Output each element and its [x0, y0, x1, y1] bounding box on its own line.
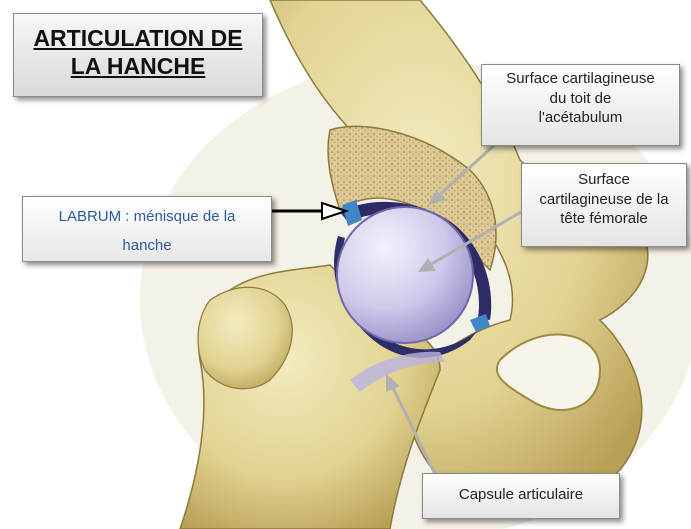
label-text: du toit de	[482, 89, 679, 109]
title-line-1: ARTICULATION DE	[14, 24, 262, 52]
label-text: Surface	[522, 170, 686, 190]
label-text: cartilagineuse de la	[522, 190, 686, 210]
label-text: Capsule articulaire	[423, 485, 619, 505]
label-text: l'acétabulum	[482, 108, 679, 128]
label-acetabulum-cartilage: Surface cartilagineuse du toit de l'acét…	[481, 64, 680, 146]
label-text: Surface cartilagineuse	[482, 69, 679, 89]
label-text: LABRUM : ménisque de la	[23, 207, 271, 227]
label-femoral-head-cartilage: Surface cartilagineuse de la tête fémora…	[521, 163, 687, 247]
label-text: tête fémorale	[522, 209, 686, 229]
title-line-2: LA HANCHE	[14, 52, 262, 80]
label-labrum: LABRUM : ménisque de la hanche	[22, 196, 272, 262]
diagram-title: ARTICULATION DE LA HANCHE	[13, 13, 263, 97]
femoral-head	[337, 207, 473, 343]
label-text: hanche	[23, 236, 271, 256]
label-joint-capsule: Capsule articulaire	[422, 473, 620, 519]
